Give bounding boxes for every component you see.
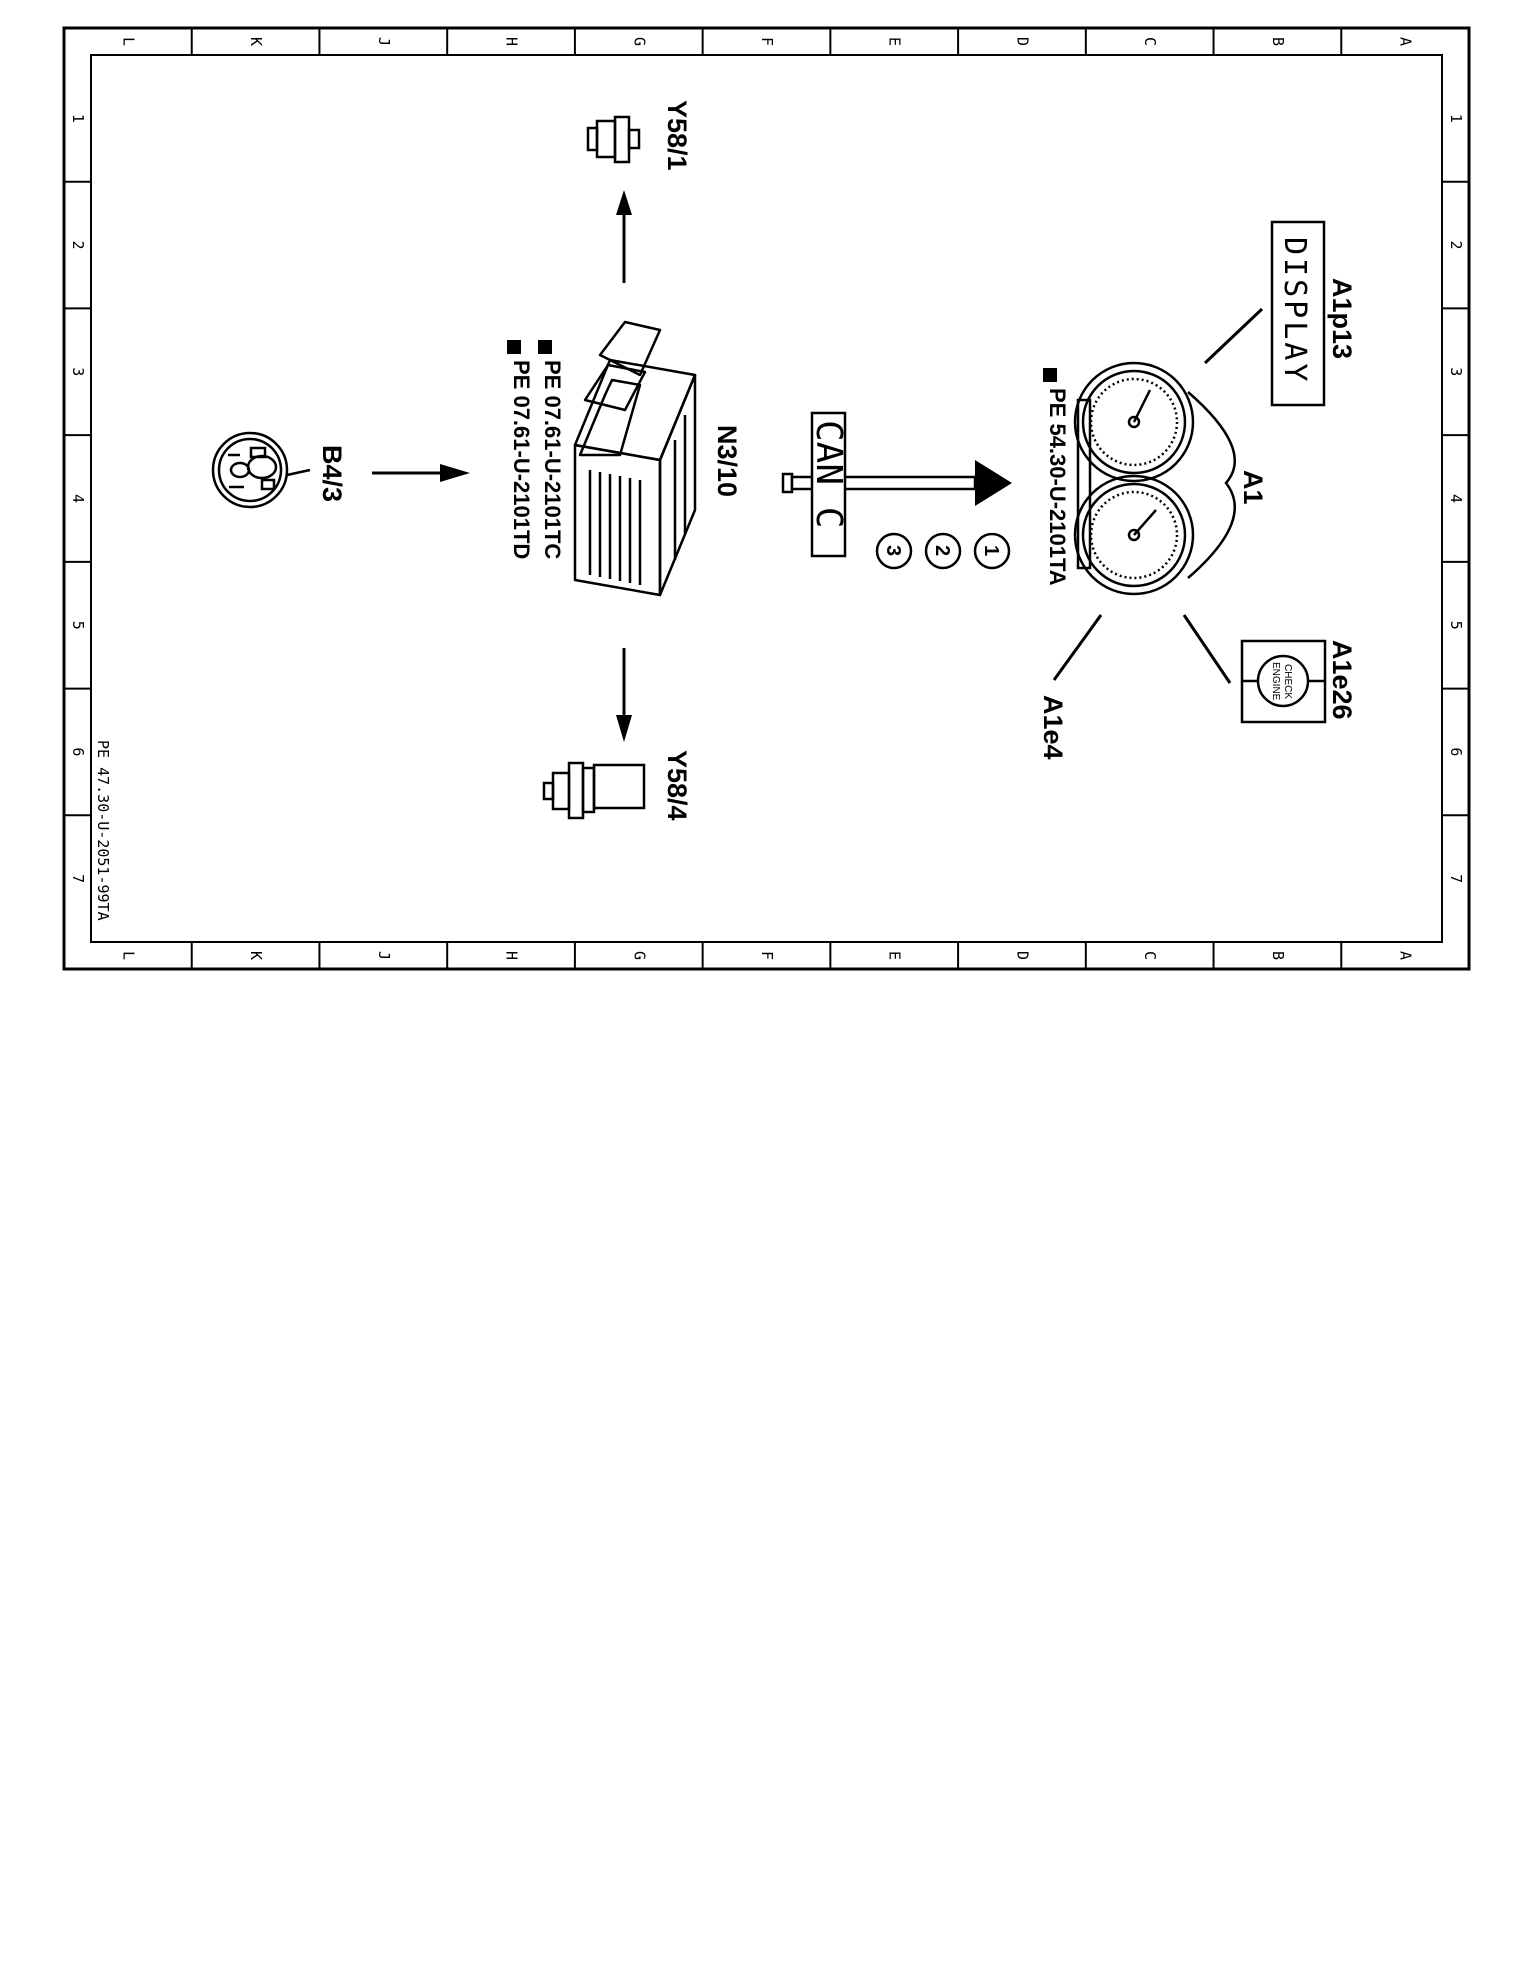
label-y58-1: Y58/1: [662, 100, 692, 171]
row-label-right: 5: [1447, 621, 1465, 630]
can-bus-label: CAN C: [808, 420, 849, 528]
svg-text:PE 54.30-U-2101TA: PE 54.30-U-2101TA: [1045, 388, 1070, 586]
column-label-bottom: D: [1013, 951, 1031, 960]
row-label-left: 7: [69, 874, 87, 883]
check-engine-text-1: CHECK: [1282, 664, 1293, 699]
can-bus-label-box: [810, 411, 847, 558]
column-label-top: A: [1397, 37, 1415, 46]
row-label-right: 1: [1447, 114, 1465, 123]
zone-ticks: [64, 28, 1469, 969]
ref-a1: PE 54.30-U-2101TA: [1043, 368, 1070, 586]
outer-frame: [62, 26, 1471, 971]
column-label-top: E: [886, 37, 904, 46]
column-label-bottom: J: [375, 951, 393, 960]
column-label-bottom: H: [503, 951, 521, 960]
svg-text:3: 3: [882, 545, 904, 556]
column-label-top: C: [1141, 37, 1159, 46]
column-label-bottom: L: [119, 951, 137, 960]
column-label-bottom: F: [758, 951, 776, 960]
arrow-to-y58-1: [616, 190, 632, 283]
document-id: PE 47.30-U-2051-99TA: [94, 740, 112, 921]
leader-a1e26: [1182, 614, 1232, 684]
column-label-bottom: B: [1269, 951, 1287, 960]
column-label-top: K: [247, 37, 265, 46]
row-label-left: 3: [69, 367, 87, 376]
arrow-to-y58-4: [616, 648, 632, 742]
row-label-right: 7: [1447, 874, 1465, 883]
column-label-bottom: E: [886, 951, 904, 960]
signal-number-3: 3: [875, 532, 913, 570]
label-a1: A1: [1238, 470, 1268, 505]
ecu-n3-10-symbol: [573, 320, 697, 597]
check-engine-lamp-a1e26: [1240, 639, 1327, 724]
svg-text:1: 1: [980, 545, 1002, 556]
label-n3-10: N3/10: [712, 425, 742, 497]
label-a1e26: A1e26: [1327, 640, 1357, 720]
row-label-left: 2: [69, 241, 87, 250]
arrow-b4-3-to-ecu: [372, 464, 470, 482]
label-y58-4: Y58/4: [662, 750, 692, 821]
svg-text:2: 2: [931, 545, 953, 556]
column-label-top: H: [503, 37, 521, 46]
svg-text:PE 07.61-U-2101TD: PE 07.61-U-2101TD: [509, 360, 534, 559]
column-label-top: F: [758, 37, 776, 46]
label-b4-3: B4/3: [317, 445, 347, 502]
label-a1p13: A1p13: [1327, 278, 1357, 359]
row-label-left: 6: [69, 747, 87, 756]
signal-number-1: 1: [973, 532, 1011, 570]
row-label-left: 1: [69, 114, 87, 123]
svg-text:PE 07.61-U-2101TC: PE 07.61-U-2101TC: [540, 360, 565, 559]
row-label-left: 4: [69, 494, 87, 503]
column-label-top: B: [1269, 37, 1287, 46]
row-label-right: 3: [1447, 367, 1465, 376]
ref-n3-10-1: PE 07.61-U-2101TC: [538, 340, 565, 559]
check-engine-text-2: ENGINE: [1270, 662, 1281, 701]
display-a1p13-box: [1270, 220, 1326, 407]
column-label-bottom: G: [630, 951, 648, 960]
column-label-bottom: K: [247, 951, 265, 960]
column-label-top: L: [119, 37, 137, 46]
column-label-bottom: A: [1397, 951, 1415, 960]
instrument-cluster-a1-symbol: [1073, 361, 1236, 596]
label-a1e4: A1e4: [1038, 695, 1068, 760]
sensor-b4-3-symbol: [211, 431, 311, 509]
signal-number-2: 2: [924, 532, 962, 570]
leader-a1p13: [1203, 307, 1264, 365]
row-label-left: 5: [69, 621, 87, 630]
row-label-right: 4: [1447, 494, 1465, 503]
valve-y58-4-symbol: [542, 761, 646, 820]
display-text: DISPLAY: [1277, 237, 1312, 384]
column-label-top: G: [630, 37, 648, 46]
column-label-top: J: [375, 37, 393, 46]
valve-y58-1-symbol: [586, 115, 641, 164]
row-label-right: 6: [1447, 747, 1465, 756]
leader-a1e4: [1052, 614, 1103, 681]
column-label-bottom: C: [1141, 951, 1159, 960]
ref-n3-10-2: PE 07.61-U-2101TD: [507, 340, 534, 559]
inner-frame: [90, 54, 1443, 943]
column-label-top: D: [1013, 37, 1031, 46]
row-label-right: 2: [1447, 241, 1465, 250]
